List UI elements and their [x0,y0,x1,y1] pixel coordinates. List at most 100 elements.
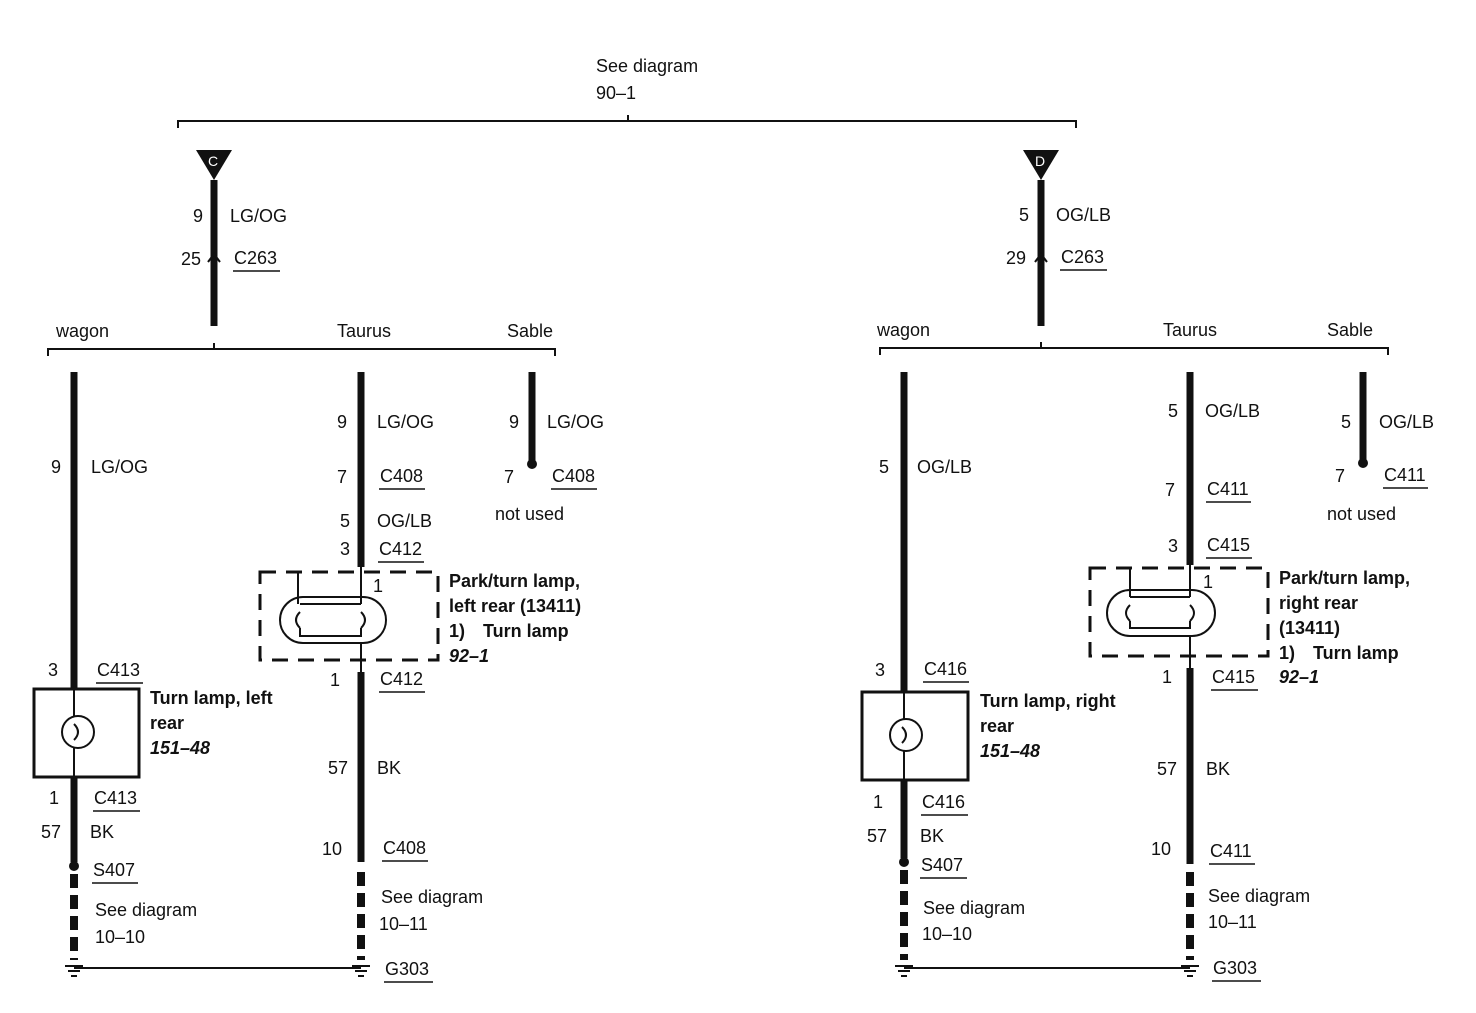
left-c408-label: C408 [380,466,423,486]
right-c411-pin: 7 [1165,480,1175,500]
left-taurus-see-number: 10–11 [379,914,428,934]
left-wagon-color: LG/OG [91,457,148,477]
left-park-lamp-ref: 92–1 [449,646,489,666]
left-turn-lamp-bulb-icon [61,715,95,749]
left-sable-note: not used [495,504,564,524]
left-c263-pin: 25 [181,249,201,269]
left-taurus-circuit: 9 [337,412,347,432]
right-park-lamp-note-text: Turn lamp [1313,643,1399,663]
right-c411-label: C411 [1207,479,1249,499]
right-wagon-color: OG/LB [917,457,972,477]
right-sable-color: OG/LB [1379,412,1434,432]
right-top-circuit: 5 [1019,205,1029,225]
left-taurus-see-label: See diagram [381,887,483,907]
left-c408b-pin: 10 [322,839,342,859]
left-c413-top-pin: 3 [48,660,58,680]
right-turn-lamp-label-2: rear [980,716,1014,736]
left-splice-dot [69,861,79,871]
left-taurus-color: LG/OG [377,412,434,432]
left-wagon-see-number: 10–10 [95,927,145,947]
right-taurus-circuit: 5 [1168,401,1178,421]
right-c415-top-label: C415 [1207,535,1250,555]
left-park-lamp-label-1: Park/turn lamp, [449,571,580,591]
left-c408b-label: C408 [383,838,426,858]
left-sable-connector: C408 [552,466,595,486]
left-park-lamp-label-2: left rear (13411) [449,596,581,616]
right-ground-label: G303 [1213,958,1257,978]
left-c412-top-label: C412 [379,539,422,559]
right-c411b-pin: 10 [1151,839,1171,859]
right-turn-lamp-box [860,690,970,782]
right-taurus-ground-icon [1181,965,1199,977]
right-wagon-see-label: See diagram [923,898,1025,918]
left-taurus-gnd-color: BK [377,758,401,778]
right-top-color: OG/LB [1056,205,1111,225]
right-park-lamp-label-2: right rear [1279,593,1358,613]
left-park-turn-lamp-box [258,570,440,662]
right-turn-lamp-label-1: Turn lamp, right [980,691,1116,711]
left-c412-top-pin: 3 [340,539,350,559]
right-sable-pin: 7 [1335,466,1345,486]
left-c412-bot-label: C412 [380,669,423,689]
right-splice-label: S407 [921,855,963,875]
right-c416-top-pin: 3 [875,660,885,680]
right-wagon-gnd-color: BK [920,826,944,846]
top-see-diagram-number: 90–1 [596,83,636,103]
left-connector-c: C [196,150,232,180]
left-variant-wagon: wagon [55,321,109,341]
right-wagon-gnd-circuit: 57 [867,826,887,846]
right-c415-top-pin: 3 [1168,536,1178,556]
left-taurus-color2: OG/LB [377,511,432,531]
left-c413-top-label: C413 [97,660,140,680]
left-sable-pin: 7 [504,467,514,487]
right-park-turn-lamp-box [1088,566,1270,658]
right-c415-bot-pin: 1 [1162,667,1172,687]
right-c263-arrow [1034,252,1048,263]
right-c263-label: C263 [1061,247,1104,267]
left-park-turn-lamp-bulb-icon [279,596,387,644]
right-connector-letter: D [1035,153,1045,169]
right-c416-bot-pin: 1 [873,792,883,812]
right-c263-pin: 29 [1006,248,1026,268]
left-taurus-gnd-circuit: 57 [328,758,348,778]
right-wagon-ground-icon [895,965,913,977]
right-variant-wagon: wagon [876,320,930,340]
left-c263-label: C263 [234,248,277,268]
left-variant-sable: Sable [507,321,553,341]
right-taurus-gnd-color: BK [1206,759,1230,779]
right-park-lamp-label-3: (13411) [1279,618,1340,638]
left-connector-letter: C [208,153,218,169]
left-turn-lamp-label-2: rear [150,713,184,733]
left-turn-lamp-ref: 151–48 [150,738,210,758]
right-c416-top-label: C416 [924,659,967,679]
right-variant-bracket [879,342,1389,355]
left-splice-label: S407 [93,860,135,880]
right-park-turn-lamp-bulb-icon [1106,589,1216,637]
left-park-lamp-pin: 1 [373,576,383,596]
left-park-lamp-note-num: 1) [449,621,465,641]
left-ground-label: G303 [385,959,429,979]
right-wagon-circuit: 5 [879,457,889,477]
top-see-diagram-label: See diagram [596,56,698,76]
right-c415-bot-label: C415 [1212,667,1255,687]
top-bracket [177,115,1077,128]
left-c263-arrow [207,252,221,263]
right-park-lamp-note-num: 1) [1279,643,1295,663]
left-c408-pin: 7 [337,467,347,487]
right-c416-bot-label: C416 [922,792,965,812]
left-park-lamp-note-text: Turn lamp [483,621,569,641]
right-splice-dot [899,857,909,867]
right-taurus-gnd-circuit: 57 [1157,759,1177,779]
right-sable-connector: C411 [1384,465,1426,485]
left-variant-taurus: Taurus [337,321,391,341]
left-turn-lamp-box [32,687,141,779]
left-c413-bot-label: C413 [94,788,137,808]
right-taurus-see-number: 10–11 [1208,912,1257,932]
right-connector-d: D [1023,150,1059,180]
left-c412-bot-pin: 1 [330,670,340,690]
right-variant-taurus: Taurus [1163,320,1217,340]
left-sable-color: LG/OG [547,412,604,432]
left-variant-bracket [47,343,556,356]
